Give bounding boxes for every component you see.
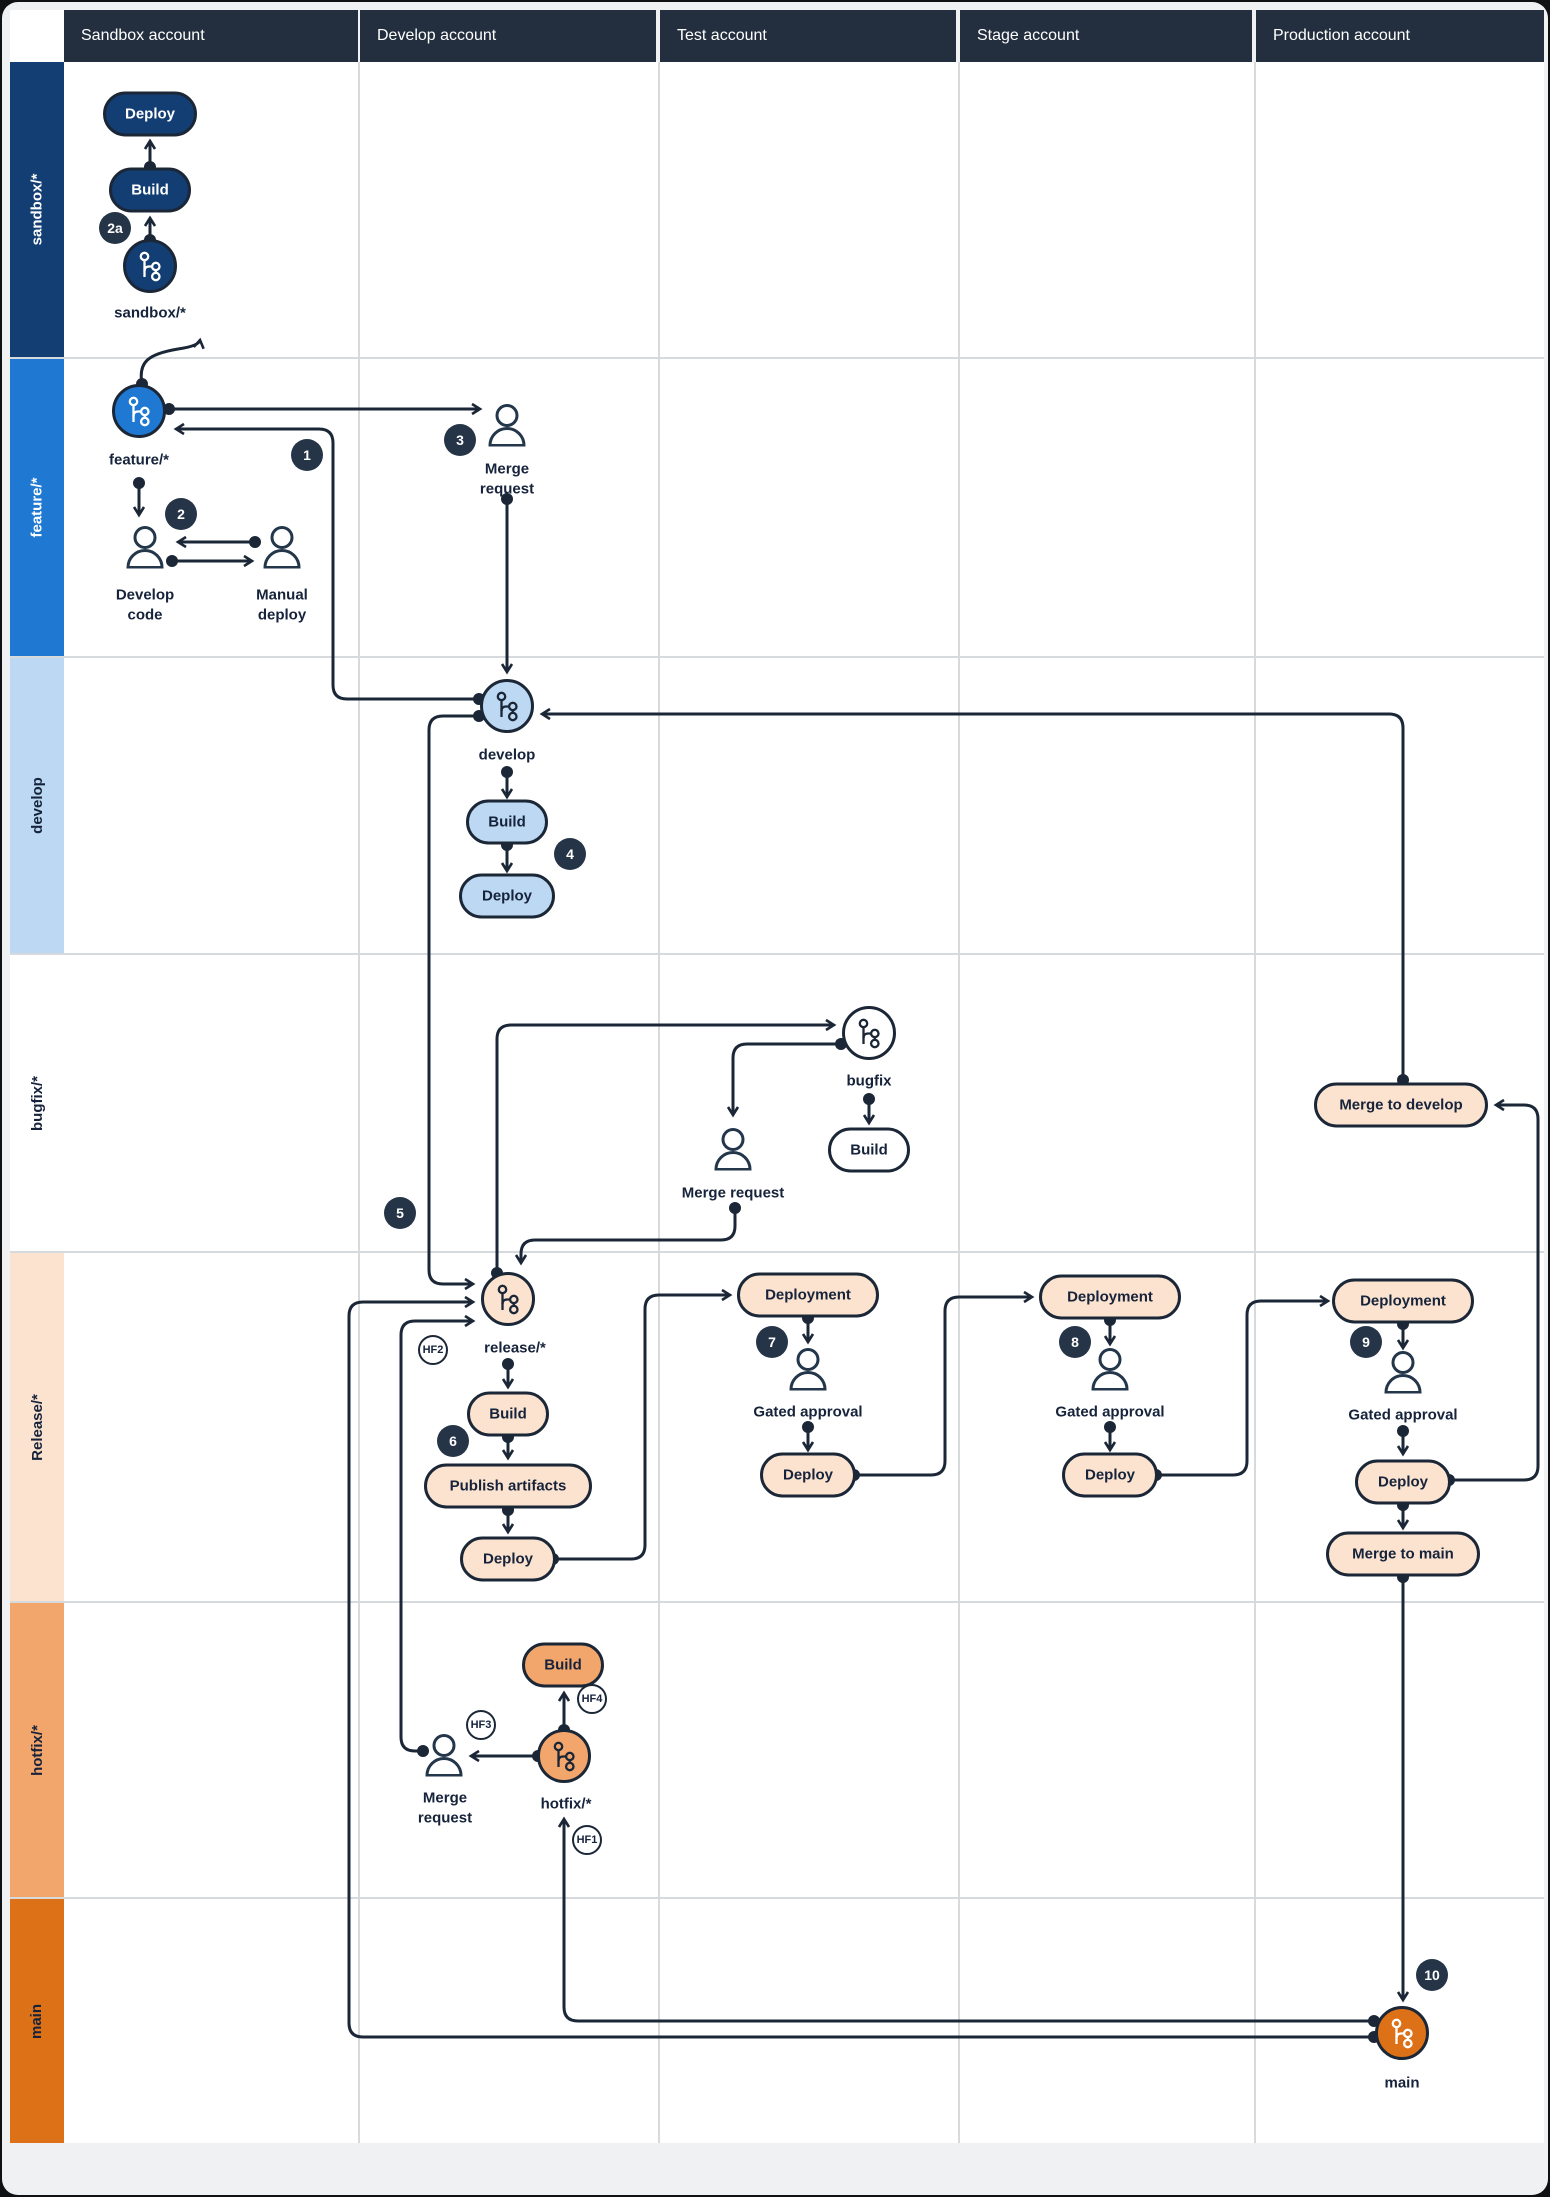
release-branch-node [481, 1272, 535, 1326]
badge-1: 1 [291, 439, 323, 471]
badge-3: 3 [444, 424, 476, 456]
prod-deploy-pill: Deploy [1355, 1459, 1451, 1505]
lane-label-bugfix: bugfix/* [10, 955, 64, 1251]
grid-row-line [10, 357, 1544, 359]
stage-deploy-pill: Deploy [1062, 1452, 1158, 1498]
release-publish-pill: Publish artifacts [424, 1463, 592, 1509]
column-header-production: Production account [1256, 10, 1544, 62]
badge-10: 10 [1416, 1959, 1448, 1991]
lane-label-hotfix: hotfix/* [10, 1603, 64, 1897]
stage-gated-approval-person-icon [1086, 1345, 1134, 1396]
grid-col-line [658, 62, 660, 2143]
develop-build-pill: Build [466, 799, 548, 845]
badge-8: 8 [1059, 1326, 1091, 1358]
grid-row-line [10, 1251, 1544, 1253]
lane-label-release: Release/* [10, 1253, 64, 1601]
test-gated-approval-label: Gated approval [753, 1403, 863, 1421]
badge-2a: 2a [99, 212, 131, 244]
lane-label-develop: develop [10, 658, 64, 953]
git-branch-icon [858, 1018, 880, 1049]
release-build-pill: Build [467, 1391, 549, 1437]
column-header-test: Test account [660, 10, 956, 62]
badge-6: 6 [437, 1425, 469, 1457]
feature-merge-request-label: Merge request [479, 460, 535, 498]
feature-branch-node [112, 384, 166, 438]
column-header-sandbox: Sandbox account [64, 10, 358, 62]
corner-cell [10, 10, 64, 62]
grid-row-line [10, 1601, 1544, 1603]
develop-code-label: Develop code [115, 586, 175, 624]
sandbox-branch-label: sandbox/* [114, 304, 186, 322]
hotfix-branch-node [537, 1729, 591, 1783]
bugfix-branch-node [842, 1006, 896, 1060]
lane-label-sandbox: sandbox/* [10, 62, 64, 357]
release-branch-label: release/* [484, 1339, 546, 1357]
bugfix-build-pill: Build [828, 1127, 910, 1173]
sandbox-deploy-pill: Deploy [103, 91, 197, 137]
prod-gated-approval-label: Gated approval [1348, 1406, 1458, 1424]
feature-branch-label: feature/* [108, 451, 170, 469]
badge-4: 4 [554, 838, 586, 870]
badge-hf1: HF1 [572, 1825, 602, 1855]
feature-merge-request-person-icon [483, 401, 531, 452]
column-header-stage: Stage account [960, 10, 1252, 62]
stage-gated-approval-label: Gated approval [1055, 1403, 1165, 1421]
git-branch-icon [139, 251, 161, 282]
grid-row-line [10, 656, 1544, 658]
column-header-develop: Develop account [360, 10, 656, 62]
main-branch-label: main [1384, 2074, 1420, 2092]
lane-label-feature: feature/* [10, 359, 64, 656]
test-gated-approval-person-icon [784, 1345, 832, 1396]
badge-hf2: HF2 [418, 1335, 448, 1365]
bugfix-branch-label: bugfix [846, 1072, 892, 1090]
prod-deployment-pill: Deployment [1332, 1278, 1474, 1324]
sandbox-build-pill: Build [109, 167, 191, 213]
grid-row-line [10, 953, 1544, 955]
develop-deploy-pill: Deploy [459, 873, 555, 919]
bugfix-merge-request-person-icon [709, 1125, 757, 1176]
develop-code-person-icon [121, 523, 169, 574]
release-deploy-pill: Deploy [460, 1536, 556, 1582]
manual-deploy-label: Manual deploy [256, 586, 308, 624]
lane-label-main: main [10, 1899, 64, 2143]
git-branch-icon [553, 1741, 575, 1772]
prod-gated-approval-person-icon [1379, 1348, 1427, 1399]
git-branch-icon [128, 396, 150, 427]
badge-hf4: HF4 [577, 1684, 607, 1714]
bugfix-merge-request-label: Merge request [681, 1184, 785, 1202]
badge-9: 9 [1350, 1326, 1382, 1358]
grid-col-line [1254, 62, 1256, 2143]
develop-branch-label: develop [478, 746, 536, 764]
grid-row-line [10, 1897, 1544, 1899]
manual-deploy-person-icon [258, 523, 306, 574]
stage-deployment-pill: Deployment [1039, 1274, 1181, 1320]
hotfix-build-pill: Build [522, 1642, 604, 1688]
sandbox-branch-node [123, 239, 177, 293]
badge-2: 2 [165, 498, 197, 530]
git-branch-icon [496, 691, 518, 722]
test-deployment-pill: Deployment [737, 1272, 879, 1318]
grid-col-line [958, 62, 960, 2143]
merge-to-main-pill: Merge to main [1326, 1531, 1480, 1577]
develop-branch-node [480, 679, 534, 733]
badge-5: 5 [384, 1197, 416, 1229]
git-branch-icon [497, 1284, 519, 1315]
main-branch-node [1375, 2006, 1429, 2060]
git-branch-icon [1391, 2018, 1413, 2049]
hotfix-merge-request-person-icon [420, 1731, 468, 1782]
badge-hf3: HF3 [466, 1710, 496, 1740]
badge-7: 7 [756, 1326, 788, 1358]
hotfix-merge-request-label: Merge request [417, 1789, 473, 1827]
grid-col-line [358, 62, 360, 2143]
merge-to-develop-pill: Merge to develop [1314, 1082, 1488, 1128]
hotfix-branch-label: hotfix/* [540, 1795, 592, 1813]
test-deploy-pill: Deploy [760, 1452, 856, 1498]
